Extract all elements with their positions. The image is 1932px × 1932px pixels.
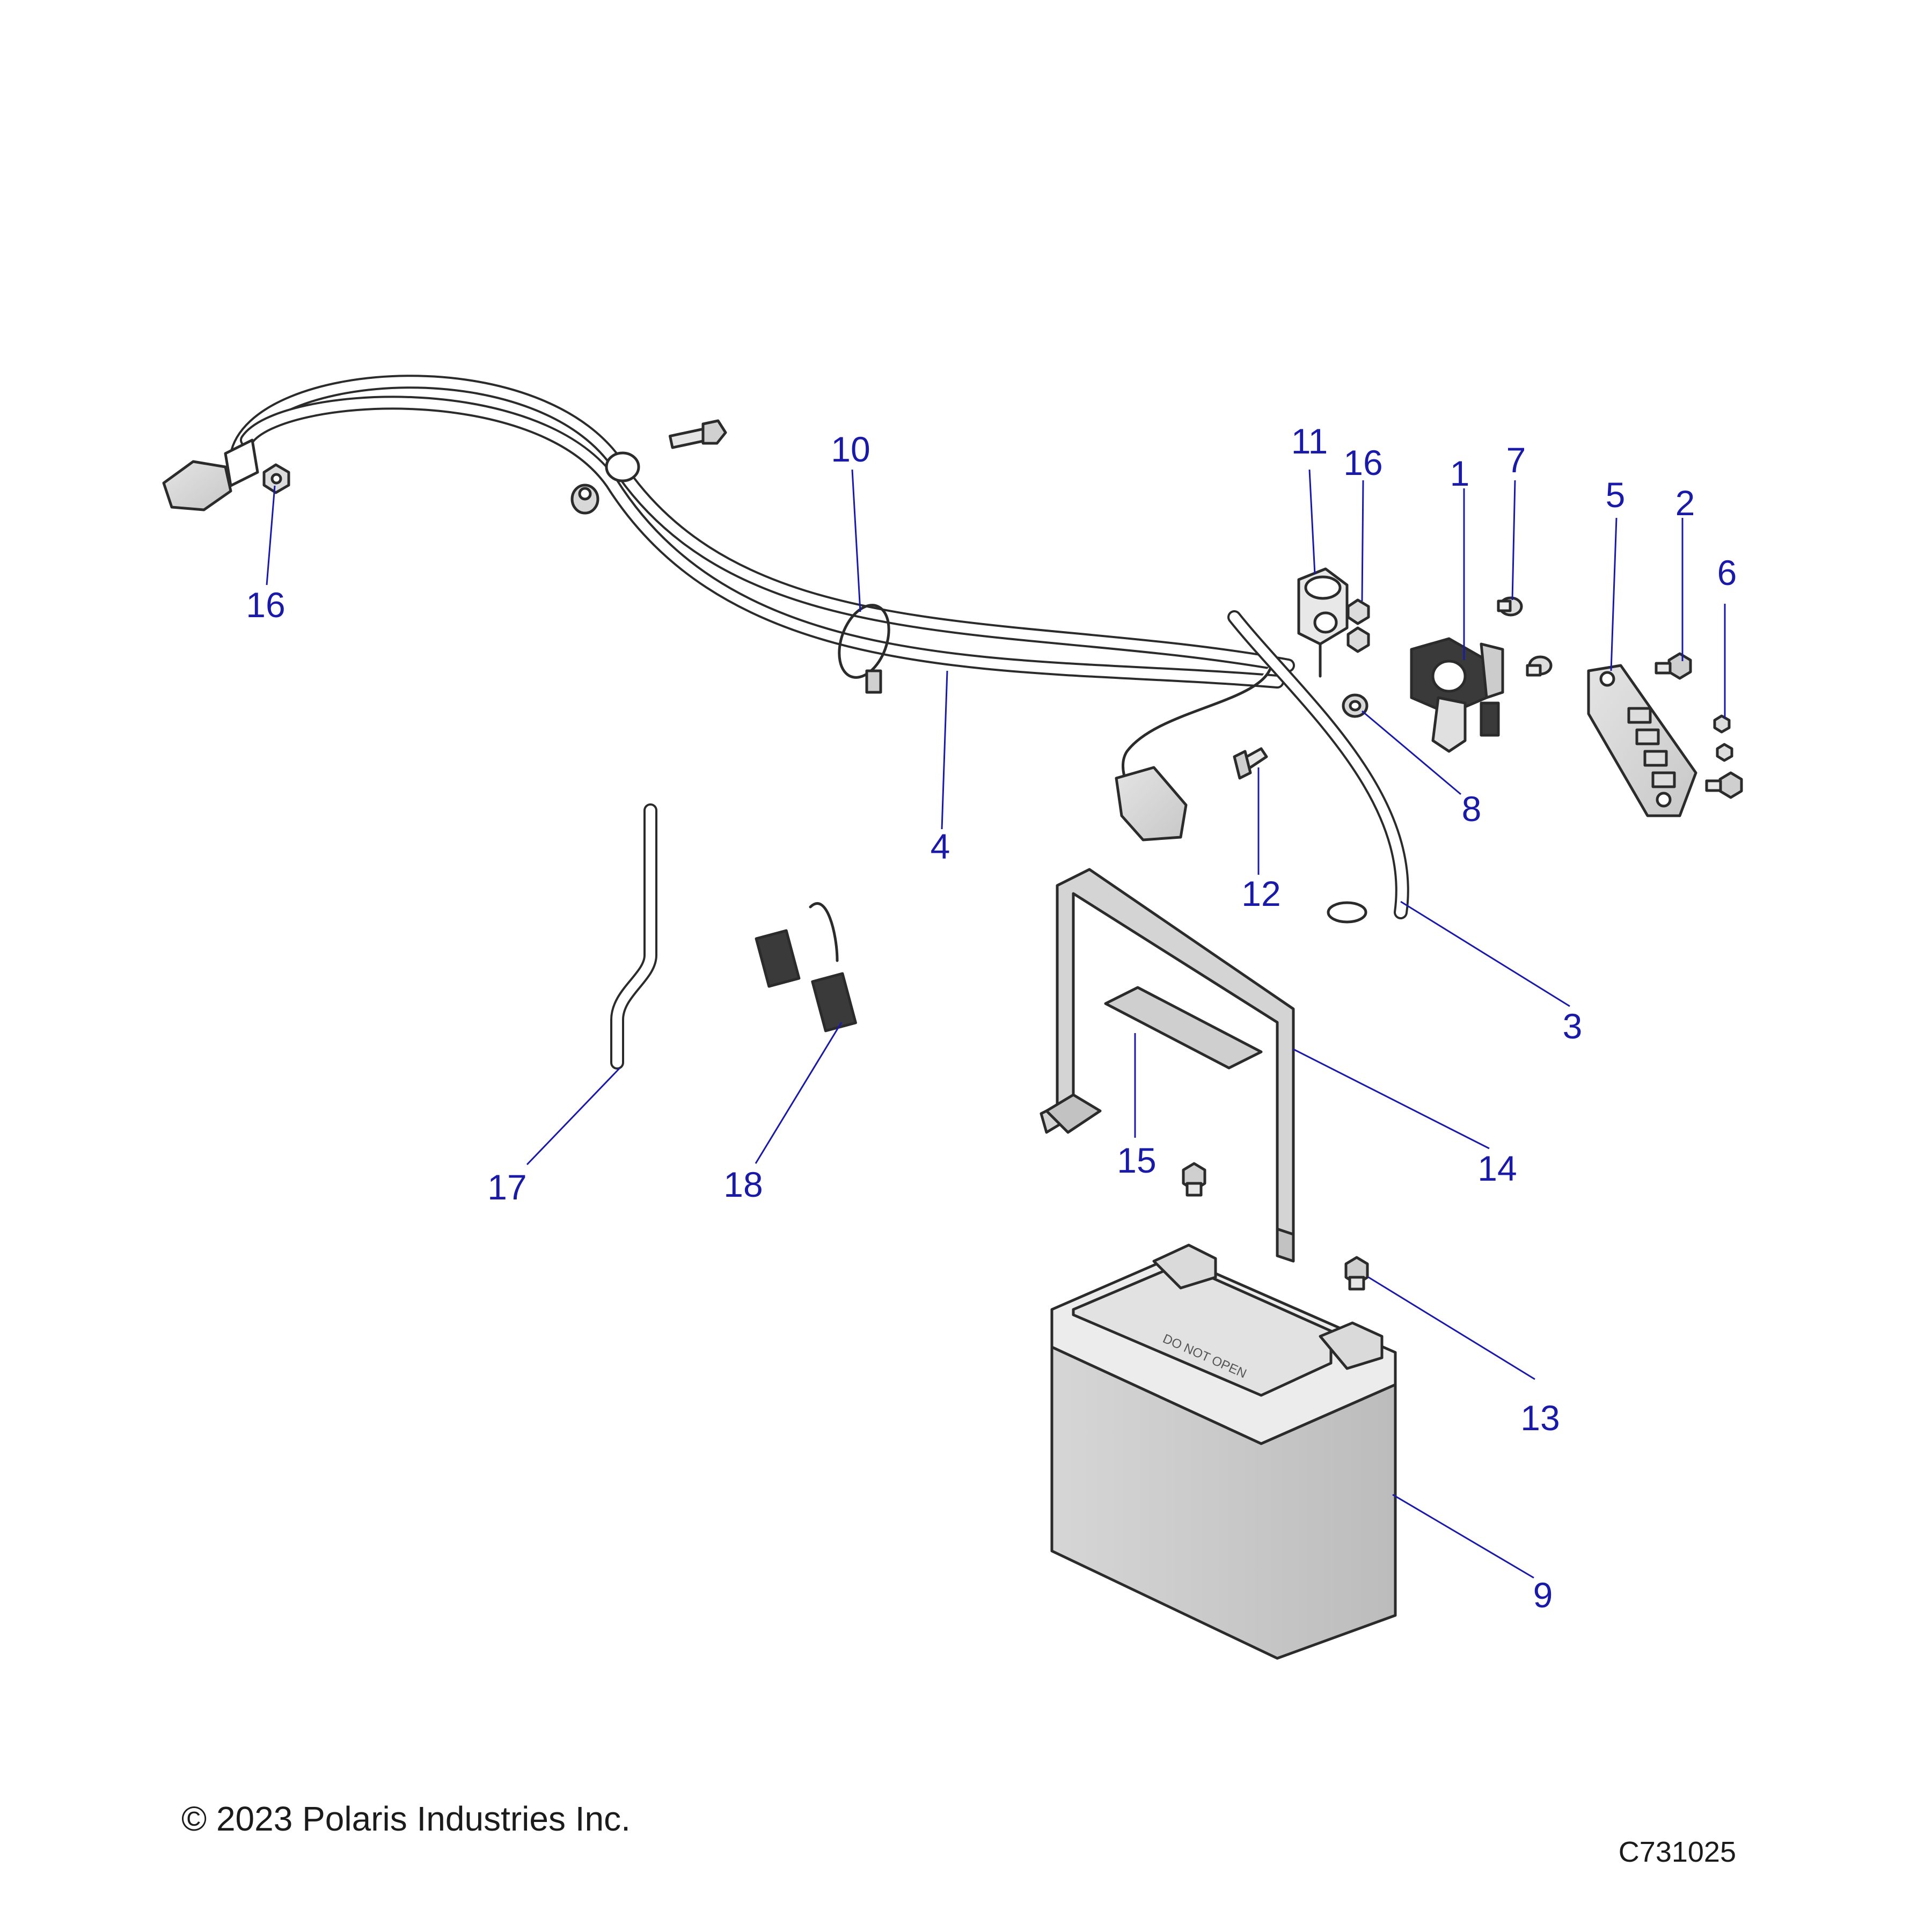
callout-7: 7	[1506, 440, 1526, 480]
bolt-part	[1655, 652, 1692, 680]
cable-tie-part	[838, 604, 890, 694]
callout-1: 1	[1450, 453, 1470, 493]
bolt-part	[668, 419, 727, 449]
terminal-block-part	[1587, 664, 1697, 817]
pad-part	[1104, 986, 1263, 1070]
nut-part	[1346, 598, 1370, 653]
callout-10: 10	[831, 429, 870, 469]
callout-3: 3	[1563, 1006, 1583, 1046]
leader-lines	[266, 469, 1726, 1579]
terminal-bolt-part	[1182, 1162, 1206, 1197]
nut-part	[1705, 714, 1743, 799]
solenoid-part	[1410, 637, 1504, 753]
copyright-notice: © 2023 Polaris Industries Inc.	[181, 1799, 631, 1838]
callout-9: 9	[1533, 1575, 1553, 1615]
callout-5: 5	[1606, 475, 1626, 515]
callout-16-right: 16	[1343, 443, 1382, 482]
grommet-part	[570, 484, 599, 515]
callout-13: 13	[1520, 1398, 1560, 1438]
screw-part	[1526, 655, 1553, 677]
battery-cable-part	[1227, 610, 1409, 924]
terminal-boot-part	[1297, 567, 1349, 678]
callout-14: 14	[1477, 1148, 1517, 1188]
terminal-bolt-part	[1344, 1256, 1369, 1291]
callout-8: 8	[1462, 789, 1482, 829]
callout-18: 18	[723, 1165, 763, 1204]
callout-16-left: 16	[246, 585, 285, 625]
vent-tube-part	[610, 803, 657, 1070]
nut-part	[262, 463, 290, 494]
battery-part: DO NOT OPEN	[1050, 1243, 1397, 1660]
callout-labels: 1 2 3 4 5 6 7 8 9 10 11 12 13 14 15 16 1…	[246, 421, 1737, 1615]
wire-harness-part	[162, 375, 1295, 841]
callout-2: 2	[1675, 483, 1695, 523]
screw-part	[1497, 596, 1523, 617]
callout-6: 6	[1717, 553, 1737, 592]
callout-4: 4	[931, 826, 950, 866]
callout-15: 15	[1117, 1140, 1156, 1180]
connector-harness-part	[755, 902, 857, 1033]
callout-17: 17	[487, 1167, 526, 1207]
washer-part	[1342, 693, 1368, 718]
drawing-number: C731025	[1618, 1836, 1736, 1868]
callout-12: 12	[1241, 874, 1280, 913]
hold-down-bracket-part	[1040, 868, 1295, 1263]
push-pin-part	[1233, 747, 1268, 780]
callout-11: 11	[1291, 421, 1328, 461]
